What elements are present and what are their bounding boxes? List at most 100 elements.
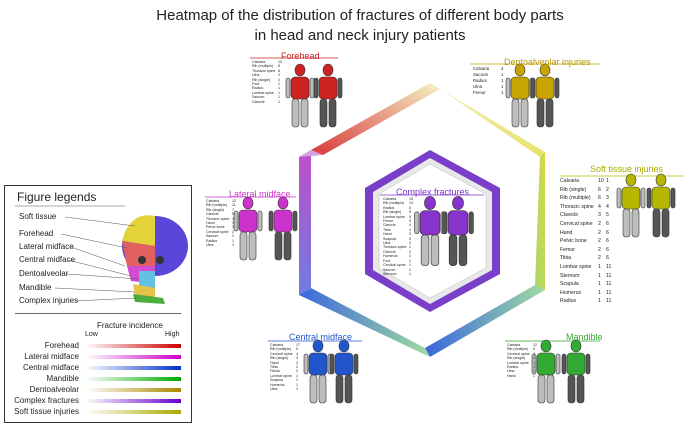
complex-title: Complex fractures [396, 187, 470, 197]
table-cell-bone: Pelvic bone [560, 238, 587, 245]
table-cell-bone: Cervical spine [206, 229, 229, 234]
body-figure-back [646, 173, 676, 238]
table-cell-value: 6 [606, 255, 609, 262]
table-row: Foot 1 [252, 82, 283, 86]
table-cell-bone: Radius [473, 78, 487, 83]
table-cell-bone: Hand [270, 360, 279, 365]
incidence-row: Central midface [5, 363, 191, 372]
table-cell-bone: Calvaria [507, 343, 521, 347]
table-cell-value: 10 [278, 60, 282, 64]
table-cell-bone: Calvaria [206, 199, 220, 203]
table-cell-bone: Rib (multiple) [560, 195, 591, 202]
table-cell-value: 3 [296, 356, 298, 361]
incidence-row: Complex fractures [5, 396, 191, 405]
table-cell-value: 2 [409, 249, 411, 254]
legend-label-mandible: Mandible [19, 283, 52, 292]
table-cell-value: 3 [606, 195, 609, 202]
figure-title: Heatmap of the distribution of fractures… [80, 6, 640, 46]
table-cell-bone: Radius [560, 298, 577, 305]
table-cell-bone: Hand [560, 229, 573, 236]
table-cell-bone: Foot [252, 82, 260, 87]
table-cell-bone: Ulna [206, 243, 214, 248]
table-cell-value: 1 [278, 82, 280, 87]
table-cell-value: 4 [232, 216, 234, 221]
table-cell-bone: Sacrum [252, 95, 265, 100]
table-cell-value: 2 [278, 73, 280, 78]
table-cell-bone: Scapula [560, 281, 579, 288]
table-cell-bone: Sacrum [206, 234, 219, 239]
table-row: Calvaria 12 [507, 343, 538, 347]
table-cell-value: 1 [409, 267, 411, 272]
table-cell-bone: Lumbar spine [252, 90, 274, 95]
table-cell-value: 3 [232, 221, 234, 226]
table-cell-bone: Clavicle [206, 212, 219, 217]
table-row: Rib (multiple)6 [252, 64, 283, 68]
table-cell-value: 1 [598, 272, 601, 279]
table-cell-bone: Rib (single) [507, 356, 526, 361]
table-cell-value: 4 [409, 227, 411, 232]
table-row: Rib (multiple)14 [383, 201, 414, 205]
incidence-low: Low [85, 331, 98, 338]
table-cell-value: 1 [598, 298, 601, 305]
table-cell-bone: Femur [473, 90, 486, 95]
table-cell-bone: Pelvic bone [206, 225, 225, 230]
table-row: Rib (multiple)11 [206, 203, 237, 207]
body-figure-front [531, 339, 561, 404]
table-cell-value: 12 [232, 199, 236, 203]
legend-label-dentoalveolar: Dentoalveolar [19, 269, 69, 278]
table-cell-value: 11 [606, 289, 612, 296]
body-figure-front [303, 339, 333, 404]
table-cell-value: 6 [606, 246, 609, 253]
table-cell-bone: Lumbar spine [560, 263, 592, 270]
table-cell-bone: Rib (single) [270, 356, 289, 361]
soft-tissue-title: Soft tissue injuries [590, 164, 664, 174]
title-line-1: Heatmap of the distribution of fractures… [156, 7, 564, 24]
table-cell-bone: Ulna [473, 84, 483, 89]
table-cell-value: 7 [232, 207, 234, 212]
table-cell-bone: Rib (multiple) [206, 203, 228, 208]
table-cell-value: 3 [232, 225, 234, 230]
incidence-bar [85, 388, 181, 392]
central-midface-title: Central midface [289, 332, 353, 342]
table-cell-bone: Lumbar spine [507, 360, 529, 365]
table-cell-bone: Ulna [507, 369, 515, 374]
legend-title: Figure legends [17, 190, 97, 204]
table-cell-value: 2 [598, 246, 601, 253]
body-figure-front [285, 63, 315, 128]
table-cell-value: 5 [409, 219, 411, 224]
table-cell-bone: Tibia [383, 227, 391, 232]
hex-edge-central-lateral [299, 288, 430, 357]
legend-label-complex: Complex injuries [19, 296, 79, 305]
table-cell-bone: Hand [383, 232, 392, 237]
table-cell-value: 12 [533, 343, 537, 347]
table-cell-bone: Rib (multiple) [507, 347, 529, 352]
table-cell-bone: Scapula [383, 236, 396, 241]
table-cell-value: 1 [533, 369, 535, 374]
table-cell-value: 1 [278, 90, 280, 95]
incidence-bar [85, 355, 181, 359]
table-cell-bone: Radius [507, 365, 519, 370]
table-row: Tibia 4 [383, 228, 414, 232]
